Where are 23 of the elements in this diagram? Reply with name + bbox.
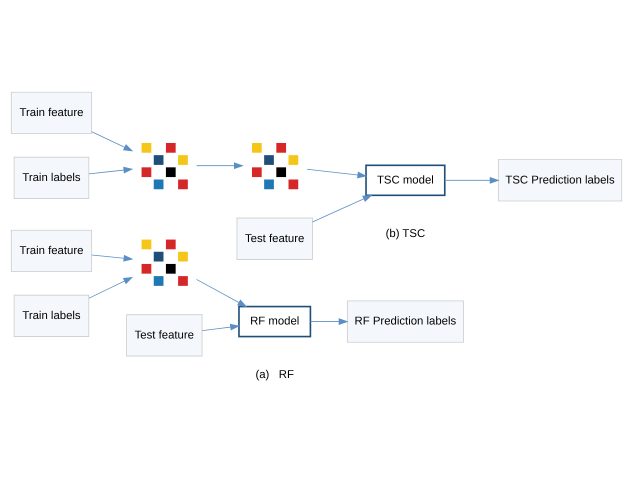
arrow xyxy=(91,254,134,262)
arrow xyxy=(310,318,348,325)
arrow xyxy=(196,279,248,308)
node-box: Test feature xyxy=(236,218,313,260)
arrow xyxy=(312,194,372,222)
label: (a) RF xyxy=(255,369,294,382)
node-box: TSC model xyxy=(365,164,446,196)
arrow xyxy=(88,166,134,174)
arrow xyxy=(306,168,368,178)
node-box: RF Prediction labels xyxy=(346,300,464,343)
node-box: TSC Prediction labels xyxy=(498,159,622,202)
arrow xyxy=(444,176,500,184)
arrow xyxy=(202,324,240,332)
node-box: Train labels xyxy=(14,294,90,337)
arrow xyxy=(88,276,134,299)
node-box: Test feature xyxy=(126,314,202,356)
node-box: Train labels xyxy=(14,156,90,199)
node-box: Train feature xyxy=(10,230,92,272)
node-box: RF model xyxy=(238,306,312,338)
node-box: Train feature xyxy=(10,92,92,134)
arrow xyxy=(91,131,134,152)
arrow xyxy=(196,162,244,170)
label: (b) TSC xyxy=(386,228,426,240)
